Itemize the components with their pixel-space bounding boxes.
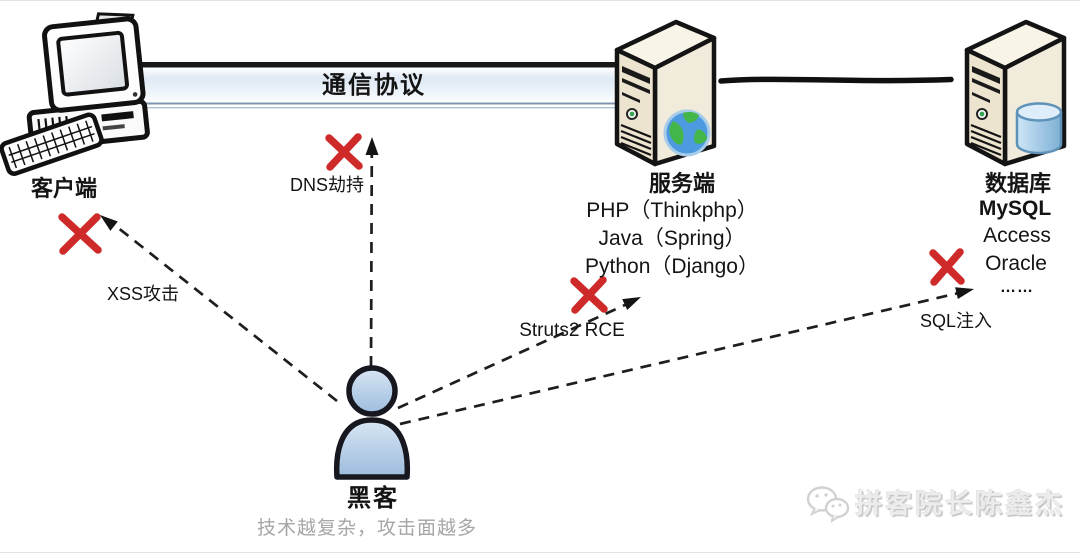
server-stack-php: PHP（Thinkphp）	[586, 199, 758, 222]
cross-icon-database	[929, 248, 965, 286]
caption-text: 技术越复杂，攻击面越多	[256, 518, 478, 539]
arrowhead-struts2	[622, 297, 641, 310]
attack-line-struts2	[397, 303, 627, 410]
struts2-attack-label: Struts2 RCE	[519, 320, 625, 341]
cross-icon-server	[570, 276, 608, 314]
client-computer-icon	[0, 12, 150, 176]
arrowhead-dns	[365, 137, 379, 155]
sql-attack-label: SQL注入	[919, 311, 993, 331]
database-system-mysql: MySQL	[978, 197, 1052, 220]
computer-monitor	[42, 12, 146, 113]
server-db-link-line	[718, 76, 954, 84]
wechat-icon	[806, 486, 850, 524]
server-stack-java: Java（Spring）	[598, 227, 746, 250]
attack-line-dns	[369, 152, 374, 368]
protocol-bar	[138, 62, 615, 109]
xss-attack-label: XSS攻击	[106, 284, 180, 304]
database-system-oracle: Oracle	[985, 252, 1047, 275]
cross-marks	[58, 133, 965, 314]
client-label: 客户端	[30, 176, 98, 201]
arrowhead-xss	[100, 215, 118, 231]
hacker-label: 黑客	[347, 485, 399, 512]
server-icon	[614, 19, 717, 167]
globe-icon	[663, 109, 711, 157]
computer-keyboard	[0, 112, 104, 176]
attack-line-xss	[111, 221, 338, 403]
cross-icon-dns	[325, 133, 363, 171]
watermark: 拼客院长陈鑫杰	[804, 482, 1065, 521]
protocol-label: 通信协议	[322, 72, 426, 99]
dns-attack-label: DNS劫持	[289, 175, 365, 195]
attack-line-sql	[399, 291, 958, 426]
database-system-more: ……	[1000, 279, 1034, 296]
arrowhead-sql	[955, 287, 974, 299]
database-server-icon	[964, 19, 1067, 167]
database-cylinder-icon	[1015, 102, 1063, 155]
cross-icon-client	[58, 213, 102, 255]
server-label: 服务端	[648, 171, 716, 196]
hacker-icon	[333, 365, 411, 480]
database-label: 数据库	[984, 171, 1052, 196]
watermark-text: 拼客院长陈鑫杰	[855, 489, 1065, 519]
server-stack-python: Python（Django）	[585, 255, 759, 278]
attack-lines	[111, 152, 958, 426]
database-system-access: Access	[983, 224, 1051, 247]
arrowheads	[100, 137, 974, 310]
